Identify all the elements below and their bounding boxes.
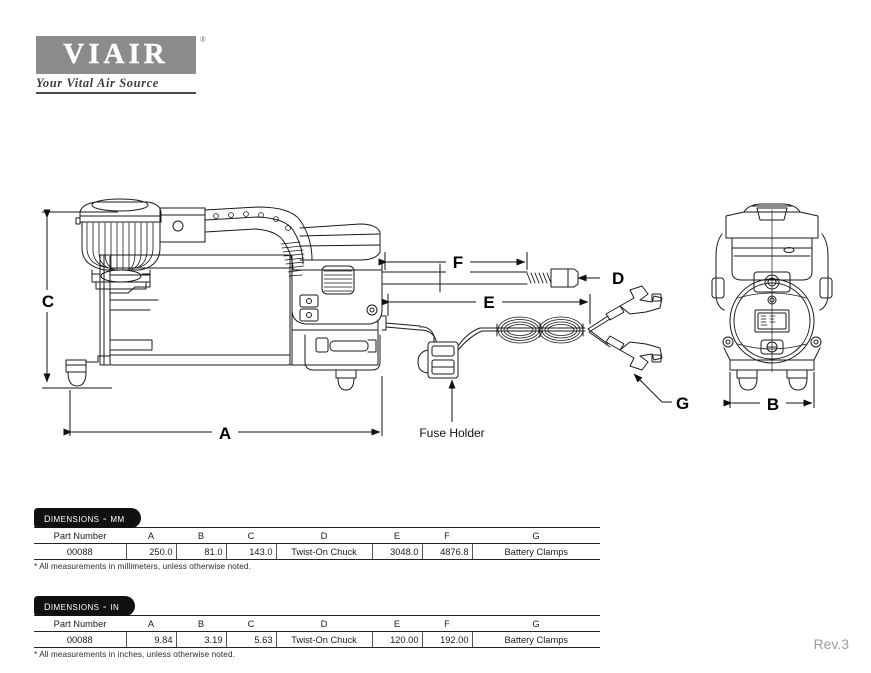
col-part-number: Part Number: [34, 527, 126, 544]
cell-e: 120.00: [372, 631, 423, 648]
table-in: Part Number A B C D E F G 00088 9.84 3.1…: [34, 615, 600, 648]
cell-e: 3048.0: [372, 543, 423, 560]
logo-tagline: Your Vital Air Source: [36, 76, 159, 90]
cell-part-number: 00088: [34, 631, 127, 648]
col-d: D: [276, 615, 372, 632]
technical-drawing: C A F D E G B Fuse Holder: [0, 190, 871, 480]
dimension-label-b: B: [767, 395, 779, 414]
col-e: E: [372, 615, 422, 632]
dimension-label-c: C: [42, 292, 54, 311]
cell-b: 3.19: [176, 631, 227, 648]
logo-wordmark-box: VIAIR ®: [36, 35, 206, 74]
table-mm: Part Number A B C D E F G 00088 250.0 81…: [34, 527, 600, 560]
table-tab-label-in: Dimensions - IN: [34, 596, 136, 616]
col-b: B: [176, 527, 226, 544]
table-row: 00088 9.84 3.19 5.63 Twist-On Chuck 120.…: [34, 631, 600, 648]
table-header-row: Part Number A B C D E F G: [34, 527, 600, 544]
dimensions-table-in: Dimensions - IN Part Number A B C D E F …: [34, 596, 600, 659]
viair-logo: VIAIR ® Your Vital Air Source: [36, 35, 206, 94]
col-b: B: [176, 615, 226, 632]
cell-a: 9.84: [126, 631, 177, 648]
dimension-label-d: D: [612, 269, 624, 288]
col-a: A: [126, 615, 176, 632]
table-footnote-in: * All measurements in inches, unless oth…: [34, 650, 235, 659]
cell-g: Battery Clamps: [472, 631, 600, 648]
cell-a: 250.0: [126, 543, 177, 560]
col-f: F: [422, 527, 472, 544]
dimension-label-e: E: [483, 293, 494, 312]
col-part-number: Part Number: [34, 615, 126, 632]
col-c: C: [226, 527, 276, 544]
logo-wordmark: VIAIR: [63, 38, 169, 70]
col-e: E: [372, 527, 422, 544]
dimension-label-g: G: [676, 394, 689, 413]
cell-b: 81.0: [176, 543, 227, 560]
cell-f: 4876.8: [422, 543, 473, 560]
table-header-row: Part Number A B C D E F G: [34, 615, 600, 632]
dimensions-table-mm: Dimensions - MM Part Number A B C D E F …: [34, 508, 600, 571]
table-tab-label-mm: Dimensions - MM: [34, 508, 141, 528]
table-row: 00088 250.0 81.0 143.0 Twist-On Chuck 30…: [34, 543, 600, 560]
revision-label: Rev.3: [813, 636, 849, 652]
dimension-label-f: F: [453, 253, 463, 272]
col-c: C: [226, 615, 276, 632]
col-g: G: [472, 527, 600, 544]
col-f: F: [422, 615, 472, 632]
fuse-holder-callout: Fuse Holder: [419, 426, 484, 440]
cell-c: 5.63: [226, 631, 277, 648]
table-footnote-mm: * All measurements in millimeters, unles…: [34, 562, 251, 571]
cell-d: Twist-On Chuck: [276, 543, 373, 560]
col-a: A: [126, 527, 176, 544]
dimension-label-a: A: [219, 424, 231, 443]
cell-d: Twist-On Chuck: [276, 631, 373, 648]
logo-underline-divider: [36, 92, 196, 94]
cell-c: 143.0: [226, 543, 277, 560]
cell-part-number: 00088: [34, 543, 127, 560]
col-g: G: [472, 615, 600, 632]
cell-g: Battery Clamps: [472, 543, 600, 560]
registered-trademark-icon: ®: [199, 35, 206, 44]
col-d: D: [276, 527, 372, 544]
cell-f: 192.00: [422, 631, 473, 648]
